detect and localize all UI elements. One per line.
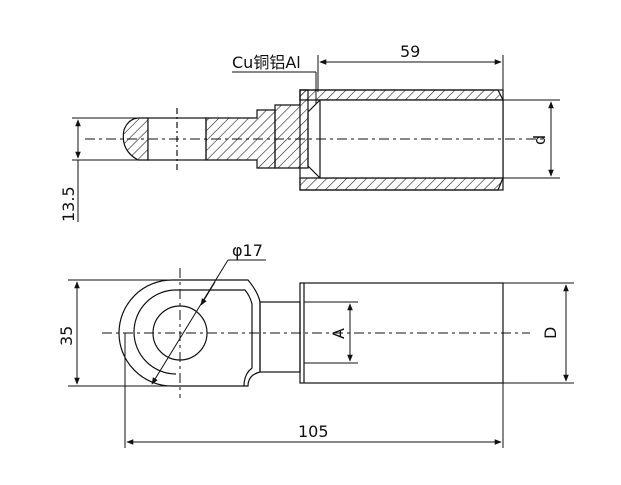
dim-phi17: [151, 259, 266, 385]
lug-palm-inner: [176, 289, 253, 387]
dim-35-label: 35: [57, 326, 76, 346]
sleeve-top-wall: [299, 89, 504, 101]
dim-d-label: d: [530, 135, 549, 145]
dim-D-label: D: [541, 327, 560, 339]
sleeve-bottom-wall: [299, 177, 504, 191]
neck-plan: [259, 301, 301, 373]
bottom-plan-view: [102, 268, 530, 398]
dim-phi17-label: φ17: [232, 241, 263, 260]
dim-105: [124, 333, 504, 448]
dim-105-label: 105: [298, 422, 329, 441]
dim-d: [503, 99, 560, 179]
dim-13-5-label: 13.5: [59, 186, 78, 222]
dim-A-label: A: [329, 328, 348, 339]
dim-D: [503, 282, 574, 384]
top-section-view: [85, 89, 545, 191]
dim-35: [68, 279, 172, 387]
dim-59: [317, 55, 504, 92]
joint-section: [274, 89, 309, 169]
dim-A: [304, 301, 358, 364]
dim-59-label: 59: [400, 42, 420, 61]
dim-13-5: [72, 117, 140, 222]
material-label: Cu铜铝Al: [232, 53, 301, 72]
sleeve-bore: [319, 99, 504, 179]
lug-palm-inner-arc: [133, 289, 177, 375]
material-leader: [232, 71, 317, 104]
